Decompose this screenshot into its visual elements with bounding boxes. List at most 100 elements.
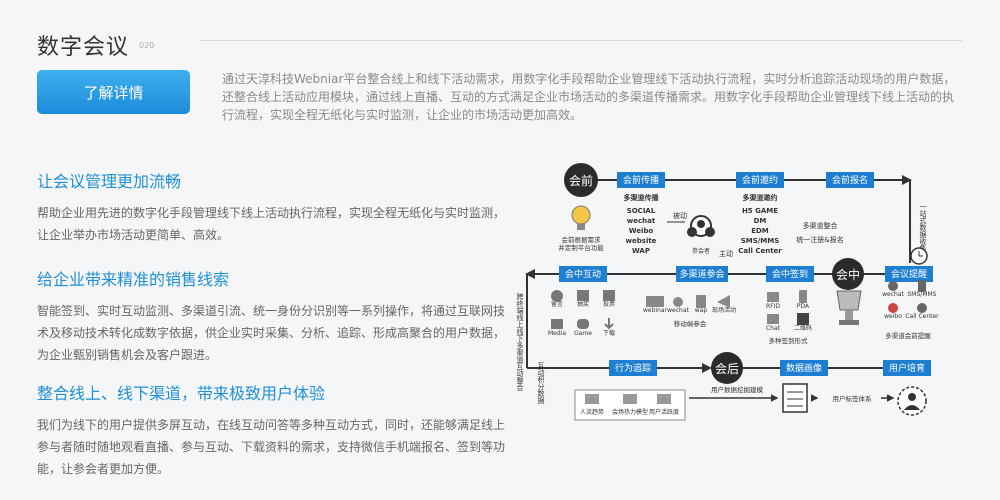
svg-text:现场活动: 现场活动: [712, 306, 736, 314]
step-checkin-tag: 会中签到: [766, 266, 814, 282]
message-icon: [551, 290, 563, 302]
svg-text:人流趋势: 人流趋势: [580, 408, 604, 416]
qr-code-icon: [797, 313, 809, 325]
svg-text:多渠道邀约: 多渠道邀约: [743, 193, 778, 202]
svg-text:wechat: wechat: [667, 307, 689, 314]
svg-text:多渠道参会: 多渠道参会: [679, 268, 724, 280]
svg-text:Call Center: Call Center: [738, 247, 782, 255]
svg-text:会中: 会中: [836, 267, 860, 282]
title-divider: [200, 40, 962, 41]
step-remind-tag: 会议提醒: [885, 266, 933, 282]
svg-text:数据画像: 数据画像: [786, 362, 822, 374]
svg-text:DM: DM: [754, 217, 767, 225]
meeting-flow-diagram: 会前 会中 会后 会前传播 会前邀约 会前报名 会议提醒 会中签到 多渠道参会 …: [516, 163, 939, 421]
svg-text:用户培育: 用户培育: [889, 362, 925, 374]
svg-text:会前根据需求: 会前根据需求: [562, 235, 602, 244]
user-target-icon: [897, 386, 927, 416]
svg-text:会前邀约: 会前邀约: [742, 174, 778, 186]
webinar-icon: [646, 296, 664, 307]
svg-text:一站式数据收集: 一站式数据收集: [919, 203, 927, 253]
wechat-icon: [888, 281, 898, 291]
stage-before: 会前: [564, 163, 598, 197]
svg-text:webinar: webinar: [643, 307, 668, 314]
stage-after: 会后: [711, 352, 743, 384]
svg-text:用户活跃度: 用户活跃度: [649, 408, 679, 416]
step-nurture-tag: 用户培育: [883, 360, 931, 376]
gift-icon: [577, 290, 589, 301]
bulb-icon: [571, 205, 591, 230]
svg-text:PDA: PDA: [797, 303, 810, 310]
page-title: 数字会议: [37, 35, 130, 60]
media-icon: [551, 319, 563, 329]
svg-text:EDM: EDM: [751, 227, 769, 235]
svg-text:SMS/MMS: SMS/MMS: [741, 237, 780, 245]
svg-text:Media: Media: [548, 330, 566, 337]
section-title: 让会议管理更加流畅: [37, 172, 182, 191]
svg-text:多渠道会前提醒: 多渠道会前提醒: [885, 331, 931, 340]
step-track-tag: 行为追踪: [609, 360, 657, 376]
trend-chart-icon: [585, 394, 599, 404]
svg-text:RFID: RFID: [766, 303, 780, 310]
svg-text:二维码: 二维码: [794, 324, 812, 332]
feature-section-2: 给企业带来精准的销售线索 智能签到、实时互动监测、多渠道引流、统一身份分识别等一…: [37, 266, 507, 366]
svg-text:用户标签体系: 用户标签体系: [833, 394, 873, 403]
page-subtitle: 020: [139, 41, 155, 50]
svg-text:用户数据挖掘建模: 用户数据挖掘建模: [711, 385, 764, 394]
trophy-icon: [836, 290, 862, 325]
activity-chart-icon: [657, 394, 671, 404]
svg-text:会前传播: 会前传播: [623, 174, 659, 186]
svg-text:wechat: wechat: [627, 217, 656, 225]
fusion-label: 跨终端线上线下多渠道互动整合: [516, 292, 524, 392]
svg-text:留言: 留言: [551, 300, 563, 308]
wap-icon: [696, 295, 706, 308]
sms-icon: [918, 280, 926, 292]
svg-text:会前报名: 会前报名: [832, 174, 868, 186]
svg-text:多种签到形式: 多种签到形式: [769, 336, 809, 345]
clock-icon: [910, 247, 928, 265]
svg-text:SMS/MMS: SMS/MMS: [908, 291, 937, 298]
intro-text: 通过天淳科技Webniar平台整合线上和线下活动需求，用数字化手段帮助企业管理线…: [222, 72, 956, 122]
svg-text:H5 GAME: H5 GAME: [742, 207, 778, 215]
svg-text:移动端参会: 移动端参会: [674, 319, 707, 328]
step-invite-tag: 会前邀约: [736, 172, 784, 188]
section-body: 智能签到、实时互动监测、多渠道引流、统一身份分识别等一系列操作，将通过互联网技术…: [37, 304, 506, 362]
svg-text:website: website: [626, 237, 657, 245]
call-center-icon: [917, 303, 927, 313]
svg-text:参会者: 参会者: [692, 247, 710, 255]
svg-text:Chat: Chat: [766, 325, 781, 332]
channel-icons: [551, 280, 927, 330]
svg-text:Game: Game: [574, 330, 592, 337]
vote-icon: [603, 290, 615, 301]
step-spread-tag: 会前传播: [617, 172, 665, 188]
svg-text:行为追踪: 行为追踪: [615, 362, 651, 374]
learn-more-button[interactable]: 了解详情: [37, 70, 190, 114]
svg-text:SOCIAL: SOCIAL: [627, 207, 656, 215]
svg-text:抽奖: 抽奖: [577, 300, 589, 308]
feature-section-1: 让会议管理更加流畅 帮助企业用先进的数字化手段管理线下线上活动执行流程，实现全程…: [37, 168, 507, 246]
svg-text:会前: 会前: [569, 173, 593, 188]
svg-text:并定制平台功能: 并定制平台功能: [558, 243, 604, 252]
svg-text:下载: 下载: [603, 329, 615, 337]
svg-text:会中签到: 会中签到: [772, 268, 808, 280]
step-multi-tag: 多渠道参会: [676, 266, 728, 282]
step-register-tag: 会前报名: [826, 172, 874, 188]
section-title: 整合线上、线下渠道，带来极致用户体验: [37, 384, 326, 403]
step-interact-tag: 会中互动: [559, 266, 607, 282]
megaphone-icon: [717, 295, 730, 308]
step-portrait-tag: 数据画像: [780, 360, 828, 376]
svg-text:互动积分数据: 互动积分数据: [537, 362, 545, 405]
svg-text:Call Center: Call Center: [905, 313, 939, 320]
svg-text:会场热力模型: 会场热力模型: [612, 408, 648, 416]
database-icon: [782, 383, 808, 413]
svg-text:统一注册&报名: 统一注册&报名: [796, 235, 843, 244]
svg-text:投票: 投票: [603, 300, 615, 308]
stage-during: 会中: [832, 258, 864, 290]
svg-text:wap: wap: [695, 307, 708, 314]
svg-text:weibo: weibo: [884, 313, 902, 320]
rfid-icon: [767, 292, 779, 302]
game-icon: [577, 319, 589, 329]
svg-text:wechat: wechat: [882, 291, 904, 298]
download-icon: [604, 318, 614, 330]
weibo-icon: [888, 303, 898, 313]
section-title: 给企业带来精准的销售线索: [37, 270, 230, 289]
